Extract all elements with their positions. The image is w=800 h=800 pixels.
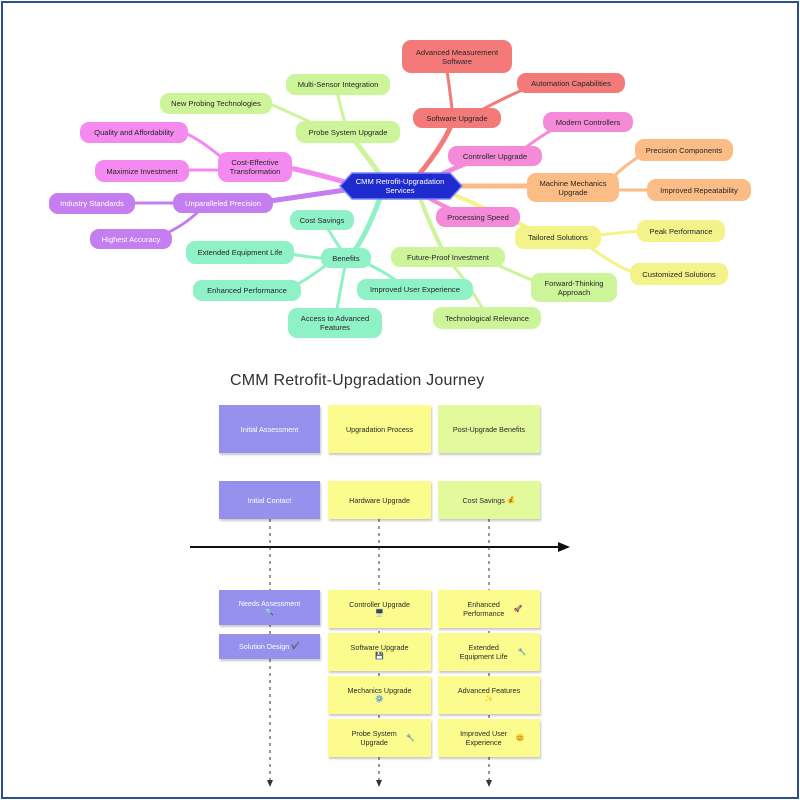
node-enhanced-performance: Enhanced Performance (193, 280, 301, 301)
card-cost-savings-label: Cost Savings (462, 495, 505, 505)
card-upgradation-process: Upgradation Process (328, 405, 431, 453)
node-benefits: Benefits (321, 248, 371, 268)
node-processing-speed: Processing Speed (436, 207, 520, 227)
node-controller-upgrade: Controller Upgrade (448, 146, 542, 166)
node-machine-mechanics-upgrade: Machine Mechanics Upgrade (527, 173, 619, 202)
card-advanced-features-label: Advanced Features (457, 686, 521, 695)
node-industry-standards: Industry Standards (49, 193, 135, 214)
node-advanced-measurement-software: Advanced Measurement Software (402, 40, 512, 73)
card-probe-system-upgrade-label: Probe System Upgrade (351, 729, 397, 747)
card-needs-assessment: Needs Assessment 🔍 (219, 590, 320, 625)
card-enhanced-performance: Enhanced Performance 🚀 (438, 590, 540, 628)
card-post-upgrade-benefits: Post-Upgrade Benefits (438, 405, 540, 453)
card-enhanced-performance-label: Enhanced Performance (463, 600, 505, 618)
card-initial-contact: Initial Contact (219, 481, 320, 519)
node-quality-and-affordability: Quality and Affordability (80, 122, 188, 143)
wrench-icon: 🔧 (517, 648, 527, 656)
node-multi-sensor-integration: Multi-Sensor Integration (286, 74, 390, 95)
node-customized-solutions: Customized Solutions (630, 263, 728, 285)
card-improved-user-experience-label: Improved User Experience (460, 729, 508, 747)
card-controller-upgrade: Controller Upgrade 🖥️ (328, 590, 431, 628)
card-mechanics-upgrade: Mechanics Upgrade ⚙️ (328, 676, 431, 714)
node-tailored-solutions: Tailored Solutions (515, 226, 601, 249)
card-solution-design-label: Solution Design (238, 642, 290, 651)
magnifier-icon: 🔍 (265, 608, 274, 616)
gear-icon: ⚙️ (375, 696, 384, 703)
card-cost-savings: Cost Savings💰 (438, 481, 540, 519)
wrench-icon: 🔧 (406, 734, 415, 742)
smiley-icon: 😊 (515, 734, 525, 742)
card-controller-upgrade-label: Controller Upgrade (349, 600, 410, 609)
node-highest-accuracy: Highest Accuracy (90, 229, 172, 249)
node-software-upgrade: Software Upgrade (413, 108, 501, 128)
money-bag-icon: 💰 (506, 496, 516, 504)
node-future-proof-investment: Future-Proof Investment (391, 247, 505, 267)
sparkles-icon: ✨ (484, 696, 494, 703)
node-access-to-advanced-features: Access to Advanced Features (288, 308, 382, 338)
card-advanced-features: Advanced Features ✨ (438, 676, 540, 714)
node-new-probing-technologies: New Probing Technologies (160, 93, 272, 114)
node-cost-effective-transformation: Cost-Effective Transformation (218, 152, 292, 182)
computer-icon: 🖥️ (375, 610, 384, 617)
rocket-icon: 🚀 (513, 605, 523, 613)
check-mark-icon: ✔️ (291, 643, 301, 650)
card-software-upgrade-label: Software Upgrade (350, 643, 409, 652)
node-maximize-investment: Maximize Investment (95, 160, 189, 182)
card-hardware-upgrade: Hardware Upgrade (328, 481, 431, 519)
node-automation-capabilities: Automation Capabilities (517, 73, 625, 93)
card-needs-assessment-label: Needs Assessment (238, 598, 301, 608)
node-cost-savings: Cost Savings (290, 210, 354, 230)
card-initial-assessment: Initial Assessment (219, 405, 320, 453)
card-solution-design: Solution Design✔️ (219, 634, 320, 659)
node-improved-user-experience: Improved User Experience (357, 279, 473, 300)
floppy-disk-icon: 💾 (375, 653, 384, 660)
node-probe-system-upgrade: Probe System Upgrade (296, 121, 400, 143)
node-precision-components: Precision Components (635, 139, 733, 161)
card-extended-equipment-life: Extended Equipment Life 🔧 (438, 633, 540, 671)
mindmap-center: CMM Retrofit-Upgradation Services (355, 177, 445, 195)
node-peak-performance: Peak Performance (637, 220, 725, 242)
card-probe-system-upgrade: Probe System Upgrade 🔧 (328, 719, 431, 757)
node-modern-controllers: Modern Controllers (543, 112, 633, 132)
node-unparalleled-precision: Unparalleled Precision (173, 193, 273, 213)
node-technological-relevance: Technological Relevance (433, 307, 541, 329)
card-extended-equipment-life-label: Extended Equipment Life (459, 643, 508, 661)
card-mechanics-upgrade-label: Mechanics Upgrade (347, 686, 412, 695)
card-software-upgrade: Software Upgrade 💾 (328, 633, 431, 671)
node-improved-repeatability: Improved Repeatability (647, 179, 751, 201)
node-forward-thinking-approach: Forward-Thinking Approach (531, 273, 617, 302)
node-extended-equipment-life: Extended Equipment Life (186, 241, 294, 264)
card-improved-user-experience: Improved User Experience 😊 (438, 719, 540, 757)
journey-title: CMM Retrofit-Upgradation Journey (230, 372, 485, 389)
